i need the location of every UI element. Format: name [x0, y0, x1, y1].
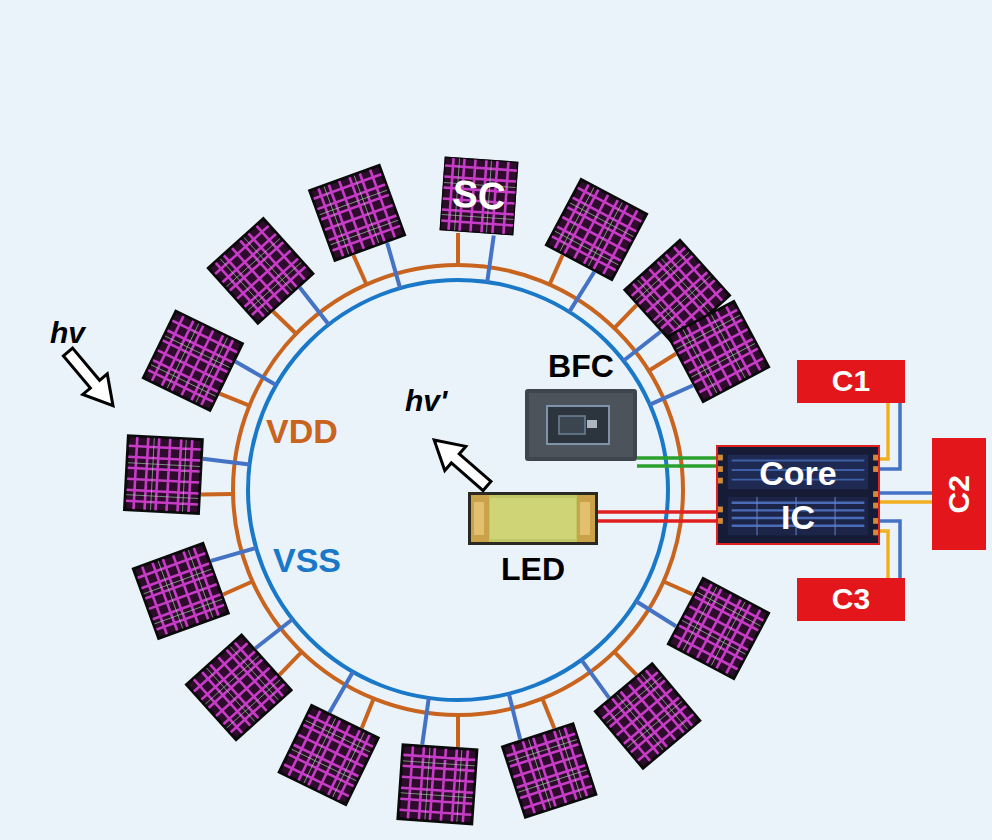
solar-cell: [503, 724, 596, 817]
vss-wire: [330, 672, 354, 713]
vss-wire: [487, 236, 494, 283]
signal-name: VDD: [266, 412, 338, 451]
wire: [598, 519, 716, 523]
signal-name: VSS: [273, 541, 341, 580]
solar-cell: [187, 635, 292, 740]
solar-cell: [143, 311, 242, 410]
vss-wire: [581, 660, 609, 698]
biofuel-cell: BFC: [525, 348, 637, 461]
vss-wire: [650, 385, 693, 404]
vdd-wire: [614, 305, 636, 328]
emission-arrow: [424, 428, 498, 498]
vss-ring: [248, 280, 668, 700]
solar-cell: [125, 436, 203, 514]
node-label: C2: [942, 475, 977, 513]
vss-wire: [569, 272, 594, 312]
solar-cell: [595, 664, 699, 768]
vss-wire: [636, 601, 676, 626]
vdd-wire: [353, 255, 366, 284]
biofuel-cell-photo: [525, 389, 637, 461]
capacitor-box: C3: [797, 578, 905, 621]
vss-wire: [300, 287, 329, 324]
node-label: LED: [501, 551, 565, 588]
node-label: SC: [451, 172, 507, 219]
wire: [880, 500, 932, 504]
solar-cell: SC: [439, 156, 518, 235]
vdd-wire: [279, 652, 301, 675]
solar-cell: [279, 706, 378, 805]
vdd-wire: [456, 715, 460, 747]
node-label: C3: [832, 582, 870, 617]
vdd-wire: [273, 311, 296, 333]
solar-cell: [668, 578, 768, 678]
vdd-wire: [664, 582, 693, 595]
solar-cells: [125, 165, 769, 823]
solar-cell: [668, 301, 768, 401]
wire: [880, 403, 900, 469]
vss-wire: [235, 362, 276, 386]
vdd-wire: [614, 652, 636, 675]
wire: [637, 456, 716, 460]
wire-connector: [880, 403, 900, 469]
node-label: BFC: [548, 348, 614, 385]
vdd-wire: [456, 233, 460, 265]
vdd-wire: [550, 255, 563, 284]
wire: [637, 464, 716, 468]
vdd-wire: [649, 354, 676, 371]
vdd-wire: [201, 492, 233, 497]
capacitor-box: C2: [932, 438, 986, 550]
wire: [880, 403, 888, 459]
vdd-wire: [542, 699, 554, 729]
vss-wire: [387, 243, 400, 288]
vss-wire: [509, 694, 520, 740]
wire: [880, 491, 932, 495]
solar-cell: [208, 219, 313, 324]
light-label: hv': [405, 384, 447, 419]
solar-cell: [133, 543, 228, 638]
vss-wire: [255, 619, 292, 648]
capacitor-box: C1: [797, 360, 905, 403]
core-ic: Core IC: [716, 445, 880, 545]
solar-cell: [310, 165, 405, 260]
vss-wire: [422, 698, 429, 745]
vdd-wire: [223, 582, 252, 595]
vss-wire: [211, 548, 256, 561]
power-rings: [233, 265, 683, 715]
solar-cell: [398, 745, 477, 824]
wire: [880, 531, 888, 578]
wire-connector: [637, 458, 716, 466]
wire: [598, 510, 716, 514]
wire-connector: [880, 521, 900, 578]
wire: [880, 521, 900, 578]
vss-wire: [203, 459, 250, 465]
node-label: Core IC: [743, 451, 853, 539]
led: LED: [468, 492, 598, 588]
vdd-wire: [362, 699, 374, 729]
wire-connector: [880, 493, 932, 502]
wire-connector: [598, 512, 716, 521]
vdd-wire: [220, 394, 250, 406]
vss-wire: [623, 332, 660, 361]
vdd-ring: [233, 265, 683, 715]
light-arrow: [56, 342, 126, 416]
light-label: hv: [50, 316, 85, 351]
solar-cell: [546, 179, 646, 279]
led-photo: [468, 492, 598, 545]
node-label: C1: [832, 364, 870, 399]
